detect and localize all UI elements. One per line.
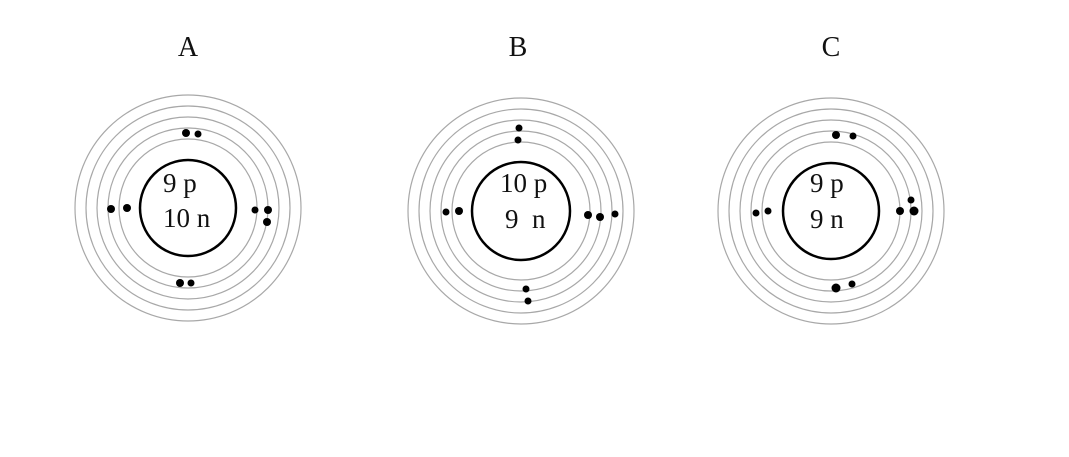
electron (263, 218, 271, 226)
proton-count: 9 p (163, 168, 197, 198)
proton-count: 9 p (810, 168, 844, 198)
atom-b-label: B (508, 32, 528, 63)
neutron-count: 10 n (163, 203, 211, 233)
electron (584, 211, 592, 219)
neutron-count: 9 n (505, 204, 546, 234)
nucleus (470, 160, 572, 262)
electron (442, 208, 450, 216)
atom-a: A 9 p 10 n (38, 0, 338, 457)
electron (907, 196, 915, 204)
shell-ring (728, 108, 934, 314)
electron (187, 279, 195, 287)
electron (832, 131, 840, 139)
proton-count: 10 p (500, 168, 547, 198)
shell-ring (74, 94, 302, 322)
shell-ring (440, 130, 602, 292)
electron (176, 279, 184, 287)
electron (107, 205, 115, 213)
shell-ring (407, 97, 635, 325)
nucleus (781, 161, 881, 261)
electron (909, 206, 919, 216)
electron (515, 124, 523, 132)
atom-c-label: C (821, 32, 841, 63)
shell-ring (85, 105, 291, 311)
shell-ring (717, 97, 945, 325)
electron (123, 204, 131, 212)
shell-ring (739, 119, 923, 303)
electron (849, 132, 857, 140)
nucleus (138, 158, 238, 258)
electron (831, 283, 841, 293)
electron (764, 207, 772, 215)
electrons (442, 124, 619, 305)
electron (514, 136, 522, 144)
electron (455, 207, 463, 215)
atom-c-diagram: 9 p 9 n (717, 97, 945, 325)
atom-a-label: A (177, 32, 199, 63)
electron (752, 209, 760, 217)
electron (524, 297, 532, 305)
electron (596, 213, 604, 221)
electron (896, 207, 904, 215)
electron (264, 206, 272, 214)
electron (522, 285, 530, 293)
shell-ring (451, 141, 591, 281)
shell-ring (429, 119, 613, 303)
shell-ring (96, 116, 280, 300)
electron (611, 210, 619, 218)
electron (848, 280, 856, 288)
atom-c: C 9 p 9 n (681, 0, 981, 457)
electrons (752, 131, 919, 293)
atom-b: B 10 p 9 n (368, 0, 668, 457)
neutron-count: 9 n (810, 204, 844, 234)
electron (182, 129, 190, 137)
electrons (107, 129, 272, 287)
atom-a-diagram: 9 p 10 n (74, 94, 302, 322)
electron (194, 130, 202, 138)
electron-shells (407, 97, 635, 325)
atom-b-diagram: 10 p 9 n (407, 97, 635, 325)
electron (251, 206, 259, 214)
shell-ring (418, 108, 624, 314)
